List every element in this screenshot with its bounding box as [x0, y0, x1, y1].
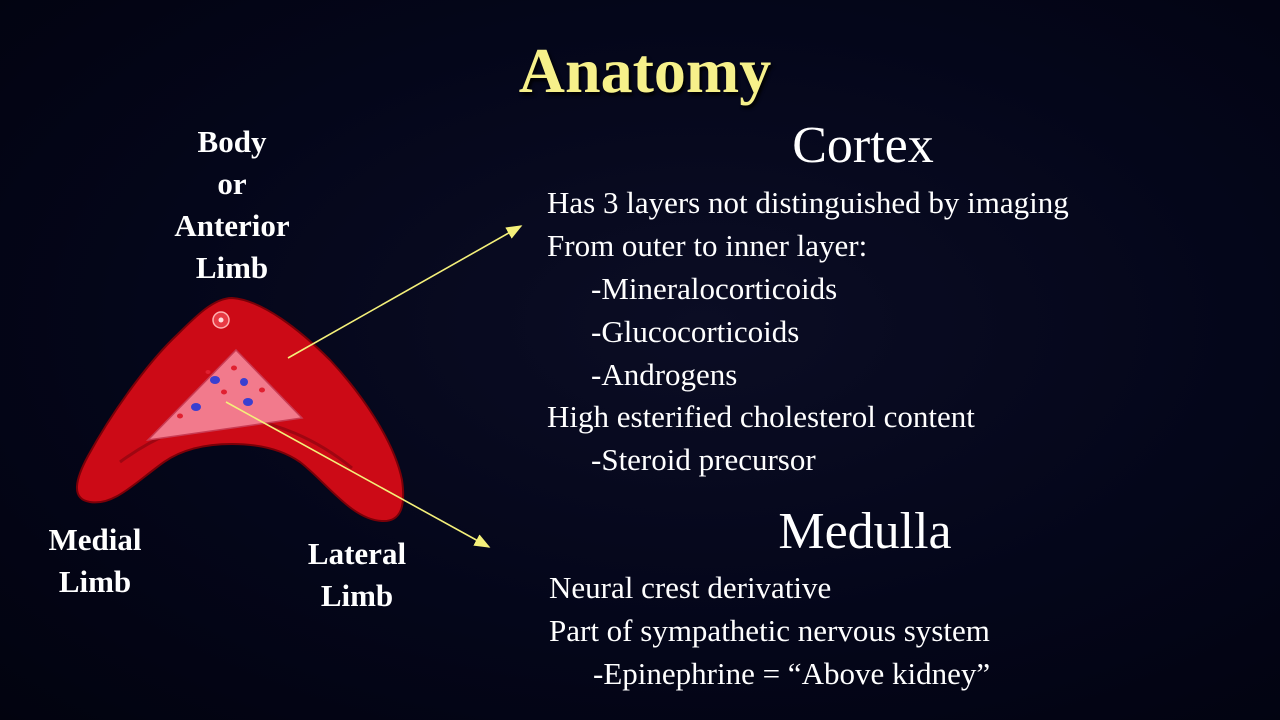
- medulla-shape: [145, 348, 304, 442]
- cortex-heading: Cortex: [792, 117, 934, 174]
- cortex-line: High esterified cholesterol content: [547, 399, 975, 434]
- label-line: Anterior: [174, 208, 290, 243]
- cortex-line: -Androgens: [591, 357, 738, 392]
- cortex-line: -Mineralocorticoids: [591, 271, 838, 306]
- body-anterior-limb-label: Body or Anterior Limb: [142, 121, 322, 289]
- label-line: Lateral: [307, 536, 407, 571]
- cortex-line: From outer to inner layer:: [547, 228, 868, 263]
- arrow-to-medulla: [225, 401, 491, 548]
- slide-title: Anatomy: [518, 35, 772, 106]
- label-line: Limb: [58, 564, 132, 599]
- medial-limb-label: Medial Limb: [20, 519, 170, 603]
- label-line: Limb: [195, 250, 269, 285]
- cortex-line: Has 3 layers not distinguished by imagin…: [547, 185, 1069, 220]
- arrow-to-cortex: [287, 225, 523, 359]
- label-line: or: [217, 166, 247, 201]
- medulla-cells: [177, 365, 265, 419]
- cortex-line: -Glucocorticoids: [591, 314, 800, 349]
- label-line: Limb: [320, 578, 394, 613]
- medulla-line: Neural crest derivative: [549, 570, 832, 605]
- cortex-line: -Steroid precursor: [591, 442, 816, 477]
- vessel-lumen: [218, 317, 224, 323]
- medulla-heading: Medulla: [778, 503, 952, 560]
- medulla-line: Part of sympathetic nervous system: [549, 613, 990, 648]
- label-line: Medial: [48, 522, 142, 557]
- medulla-line: -Epinephrine = “Above kidney”: [593, 656, 991, 691]
- lateral-limb-label: Lateral Limb: [282, 533, 432, 617]
- label-line: Body: [197, 124, 267, 159]
